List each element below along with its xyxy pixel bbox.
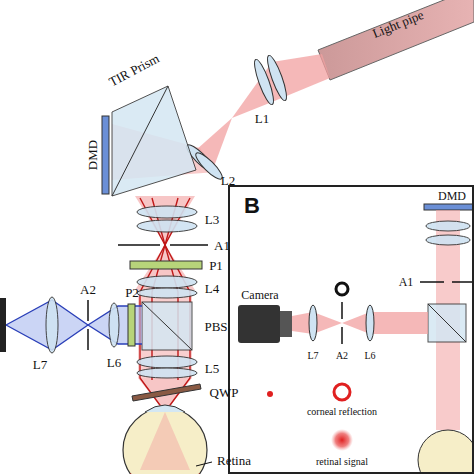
part-label: Camera [241, 289, 278, 301]
symbol-caption: corneal reflection [307, 407, 377, 417]
lens [137, 206, 197, 218]
quarter-wave-plate [132, 384, 201, 401]
lens-label: L7 [33, 358, 47, 371]
pbs-face [428, 304, 466, 342]
aperture [87, 300, 89, 321]
prism-face [112, 86, 168, 196]
lens-label: L4 [205, 282, 219, 295]
retinal-signal-symbol [331, 429, 353, 451]
lens-label: L1 [255, 112, 269, 125]
light-pipe [318, 0, 474, 80]
part-label: PBS [204, 320, 227, 333]
part-label: QWP [210, 386, 239, 399]
pbs-face [142, 302, 192, 350]
aperture [341, 302, 343, 319]
detection-beam [6, 300, 142, 350]
lens-label: L6 [107, 356, 121, 369]
aperture-label: A1 [214, 239, 230, 252]
lens [193, 150, 226, 183]
panel-letter: B [230, 187, 260, 219]
lens [137, 288, 197, 298]
pbs-cube [142, 302, 192, 350]
aperture-symbol [336, 283, 348, 295]
dmd [102, 116, 109, 194]
lens-label: L7 [307, 351, 318, 361]
part-label: DMD [86, 140, 99, 170]
cornea [145, 405, 185, 412]
lens [264, 54, 290, 103]
eye [418, 430, 474, 474]
lens [137, 276, 197, 288]
camera-lens [280, 311, 292, 337]
aperture-label: A1 [399, 276, 414, 288]
tir-prism [112, 86, 196, 196]
lens [137, 356, 197, 368]
lens [426, 235, 470, 245]
lens-label: L2 [221, 174, 235, 187]
aperture [118, 244, 160, 246]
leader-line [196, 462, 212, 466]
pbs-cube [428, 304, 466, 342]
camera [238, 305, 280, 343]
inset-panel: B [228, 185, 474, 474]
red-dot [267, 391, 273, 397]
beam [140, 412, 190, 470]
lens [366, 305, 374, 341]
lens-label: L3 [205, 213, 219, 226]
lens-label: L6 [364, 351, 375, 361]
aperture [87, 329, 89, 350]
lens-label: L5 [205, 362, 219, 375]
lens [46, 297, 58, 353]
lens [109, 303, 119, 347]
symbol-caption: retinal signal [316, 457, 368, 467]
part-label: TIR Prism [107, 51, 161, 88]
aperture [341, 327, 343, 344]
eye [123, 408, 207, 474]
corneal-reflection-symbol [334, 384, 350, 400]
lens [426, 221, 470, 231]
dmd [424, 204, 474, 210]
aperture [420, 281, 444, 283]
aperture-label: A2 [336, 351, 348, 361]
part-label: DMD [438, 190, 466, 202]
aperture-label: A2 [80, 283, 96, 296]
polarizer-label: P1 [209, 259, 223, 272]
aperture [170, 244, 208, 246]
lens [137, 220, 197, 232]
lens [309, 305, 317, 341]
lens [137, 368, 197, 378]
part-label: Retina [217, 454, 251, 467]
aperture [452, 281, 474, 283]
polarizer [130, 261, 202, 269]
polarizer-label: P2 [125, 286, 139, 299]
detector [0, 298, 6, 352]
polarizer [128, 304, 135, 346]
